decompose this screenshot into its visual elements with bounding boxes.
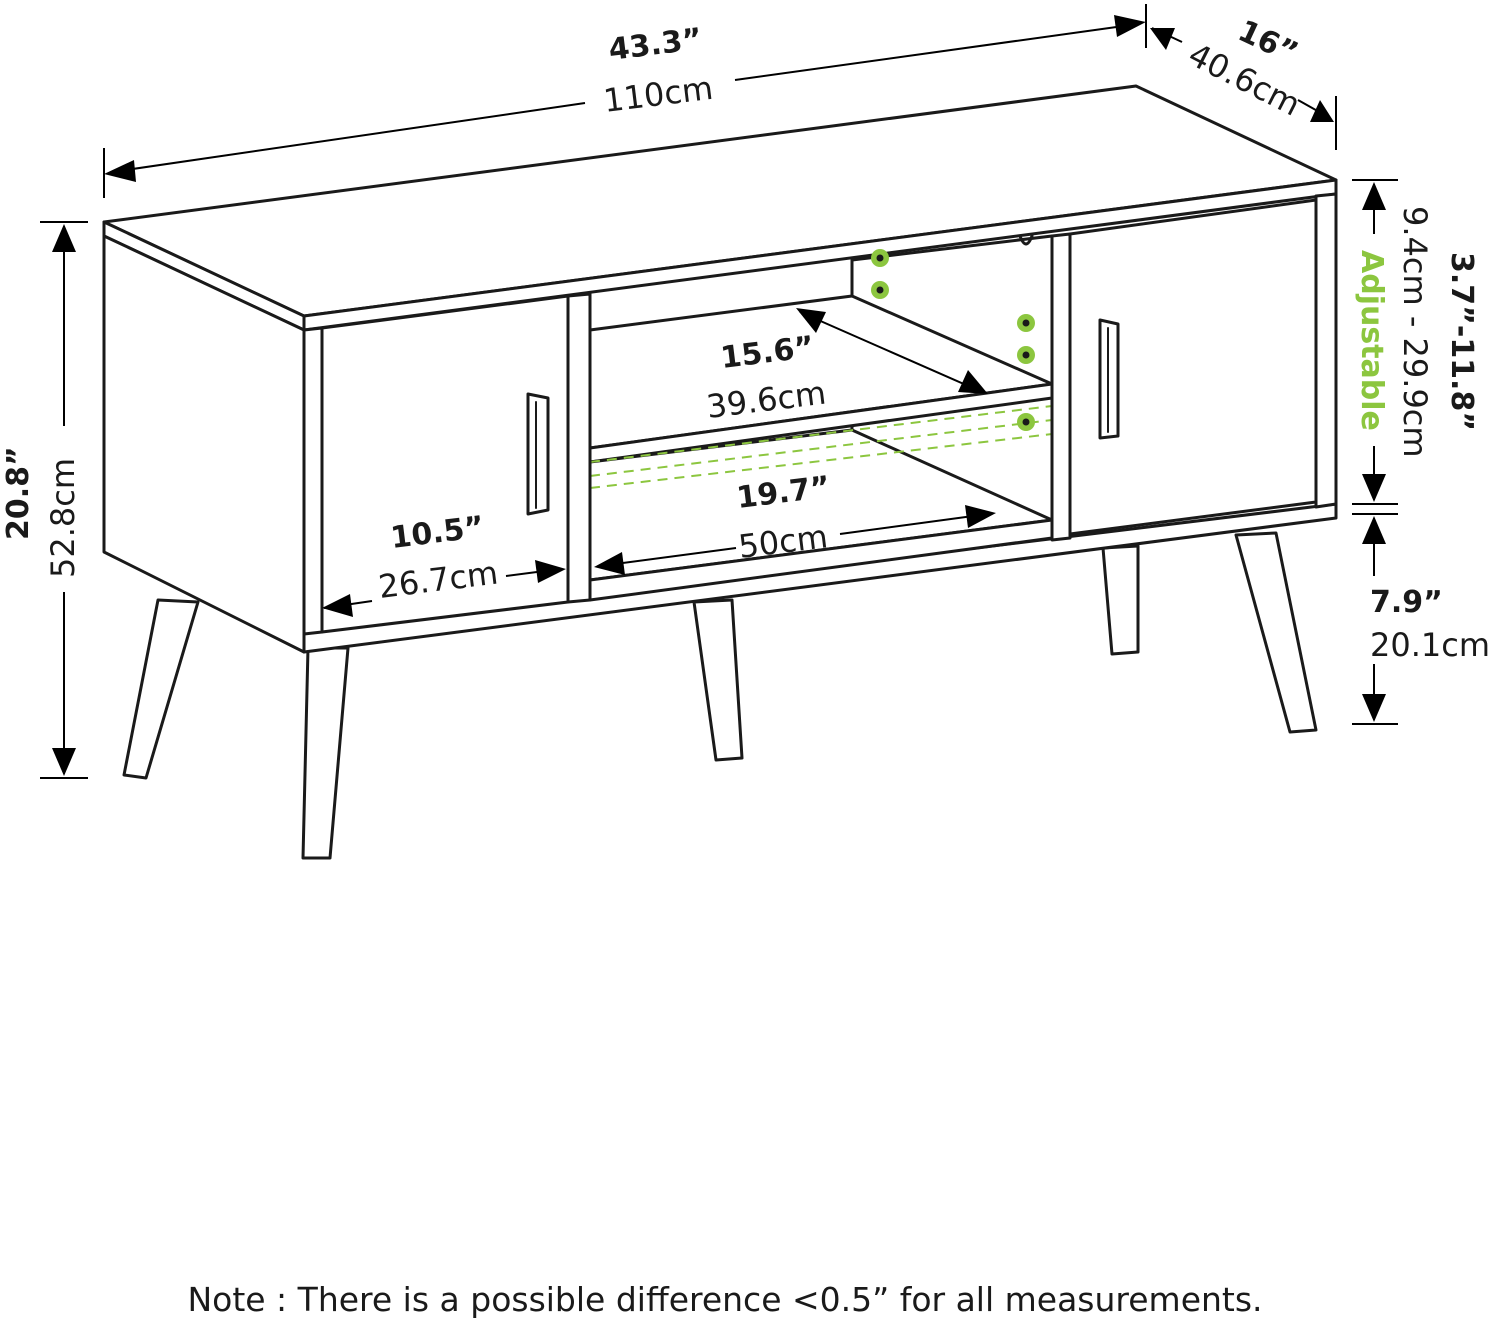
- cabinet-body: [102, 84, 1338, 654]
- width-inches-label: 43.3”: [607, 22, 704, 68]
- dimension-height: 20.8” 52.8cm: [1, 221, 88, 779]
- pin-hole: [1022, 351, 1030, 359]
- dimension-leg-height: 7.9” 20.1cm: [1352, 513, 1490, 725]
- adjustable-label: Adjustable: [1354, 250, 1389, 431]
- right-side-frame: [1314, 192, 1338, 509]
- right-divider: [1050, 232, 1072, 542]
- legs: [122, 531, 1318, 860]
- doors: [320, 198, 1318, 634]
- leg-front-left: [122, 598, 200, 780]
- width-cm-label: 110cm: [601, 69, 715, 120]
- pin-hole: [876, 286, 884, 294]
- leg-inches-label: 7.9”: [1370, 585, 1443, 620]
- alt-shelf-position-mid: [589, 419, 1053, 477]
- dimension-adjustable: Adjustable 9.4cm - 29.9cm 3.7”-11.8”: [1352, 179, 1479, 505]
- left-divider: [566, 292, 592, 604]
- leg-front-mid-right: [692, 598, 744, 762]
- leg-front-mid-left: [301, 646, 350, 860]
- leg-back: [1101, 544, 1140, 656]
- cable-hole: [1018, 234, 1034, 246]
- height-cm-label: 52.8cm: [44, 458, 82, 578]
- open-compartment: [566, 232, 1072, 604]
- leg-cm-label: 20.1cm: [1370, 626, 1490, 664]
- left-frame-stile: [302, 326, 324, 636]
- left-door-handle: [526, 392, 550, 516]
- alt-shelf-position-bot: [589, 433, 1053, 489]
- adjustable-cm-label: 9.4cm - 29.9cm: [1396, 206, 1434, 458]
- measurement-note: Note : There is a possible difference <0…: [187, 1280, 1263, 1319]
- pin-hole: [876, 254, 884, 262]
- adjustable-inches-label: 3.7”-11.8”: [1444, 252, 1479, 431]
- alt-shelf-position-top: [589, 405, 1053, 463]
- leg-front-right: [1234, 531, 1318, 734]
- right-door: [1068, 198, 1318, 536]
- left-door: [320, 294, 570, 634]
- height-inches-label: 20.8”: [1, 446, 36, 540]
- pin-hole: [1022, 319, 1030, 327]
- pin-hole: [1022, 418, 1030, 426]
